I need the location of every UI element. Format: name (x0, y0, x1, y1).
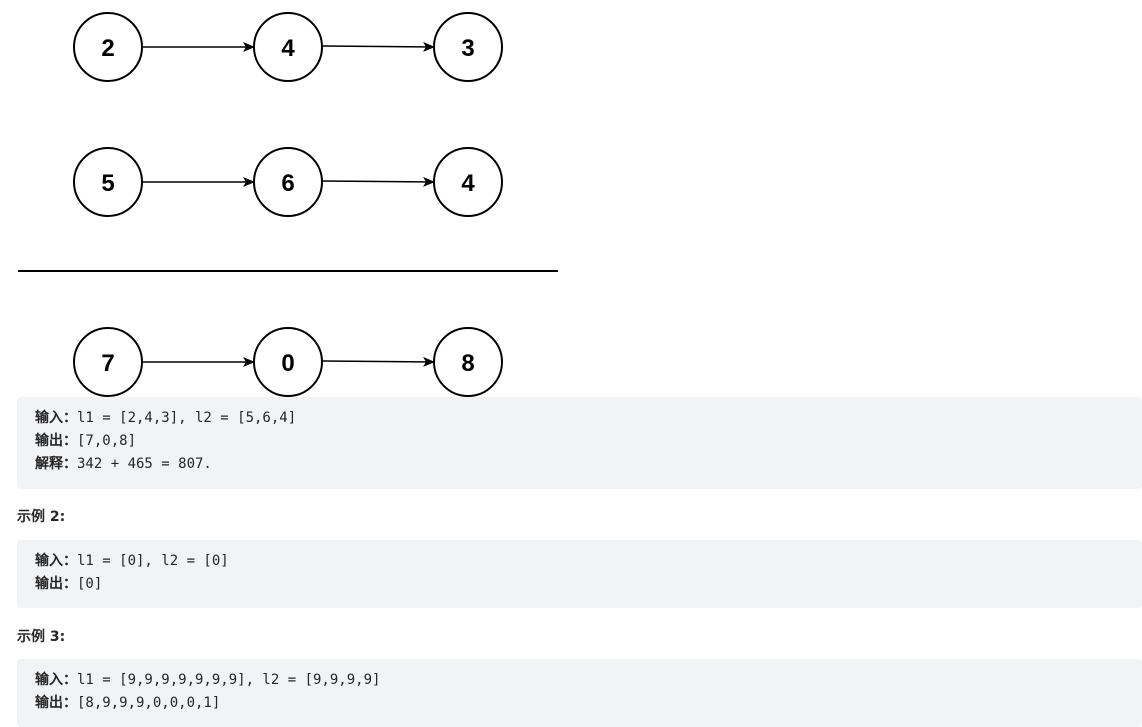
output-line: 输出：[7,0,8] (35, 430, 1124, 453)
list-node: 4 (253, 12, 323, 82)
node-value: 4 (281, 35, 295, 62)
output-value: [7,0,8] (77, 433, 137, 449)
input-line: 输入：l1 = [9,9,9,9,9,9,9], l2 = [9,9,9,9] (35, 669, 1124, 692)
output-label: 输出： (35, 433, 77, 449)
example-3-heading: 示例 3: (17, 629, 66, 645)
input-value: l1 = [0], l2 = [0] (77, 553, 229, 569)
output-line: 输出：[0] (35, 573, 1124, 596)
node-value: 4 (461, 170, 475, 197)
arrow (321, 356, 435, 367)
input-label: 输入： (35, 410, 77, 426)
output-label: 输出： (35, 576, 77, 592)
list-row-l2: 5 6 4 (73, 147, 503, 217)
input-label: 输入： (35, 553, 77, 569)
input-line: 输入：l1 = [2,4,3], l2 = [5,6,4] (35, 407, 1124, 430)
explanation-value: 342 + 465 = 807. (77, 456, 212, 472)
list-node: 2 (73, 12, 143, 82)
output-value: [8,9,9,9,0,0,0,1] (77, 695, 221, 711)
explanation-label: 解释： (35, 456, 77, 472)
output-value: [0] (77, 576, 103, 592)
list-node: 6 (253, 147, 323, 217)
list-node: 0 (253, 327, 323, 397)
list-row-l1: 2 4 3 (73, 12, 503, 82)
list-node: 7 (73, 327, 143, 397)
linked-list-addition-diagram: 2 4 3 5 6 4 7 (18, 12, 558, 397)
example-2-heading: 示例 2: (17, 509, 66, 525)
output-label: 输出： (35, 695, 77, 711)
list-node: 4 (433, 147, 503, 217)
input-label: 输入： (35, 672, 77, 688)
node-value: 3 (461, 35, 474, 62)
list-node: 5 (73, 147, 143, 217)
example-2-code-block: 输入：l1 = [0], l2 = [0] 输出：[0] (17, 540, 1142, 608)
node-value: 5 (101, 170, 114, 197)
output-line: 输出：[8,9,9,9,0,0,0,1] (35, 692, 1124, 715)
list-row-result: 7 0 8 (73, 327, 503, 397)
node-value: 0 (281, 350, 294, 377)
explanation-line: 解释：342 + 465 = 807. (35, 453, 1124, 476)
example-3-code-block: 输入：l1 = [9,9,9,9,9,9,9], l2 = [9,9,9,9] … (17, 659, 1142, 727)
list-node: 8 (433, 327, 503, 397)
node-value: 6 (281, 170, 294, 197)
arrow (321, 41, 435, 52)
input-value: l1 = [2,4,3], l2 = [5,6,4] (77, 410, 297, 426)
arrow (321, 176, 435, 187)
list-node: 3 (433, 12, 503, 82)
example-1-code-block: 输入：l1 = [2,4,3], l2 = [5,6,4] 输出：[7,0,8]… (17, 397, 1142, 489)
input-value: l1 = [9,9,9,9,9,9,9], l2 = [9,9,9,9] (77, 672, 381, 688)
node-value: 7 (101, 350, 114, 377)
node-value: 2 (101, 35, 114, 62)
input-line: 输入：l1 = [0], l2 = [0] (35, 550, 1124, 573)
node-value: 8 (461, 350, 474, 377)
